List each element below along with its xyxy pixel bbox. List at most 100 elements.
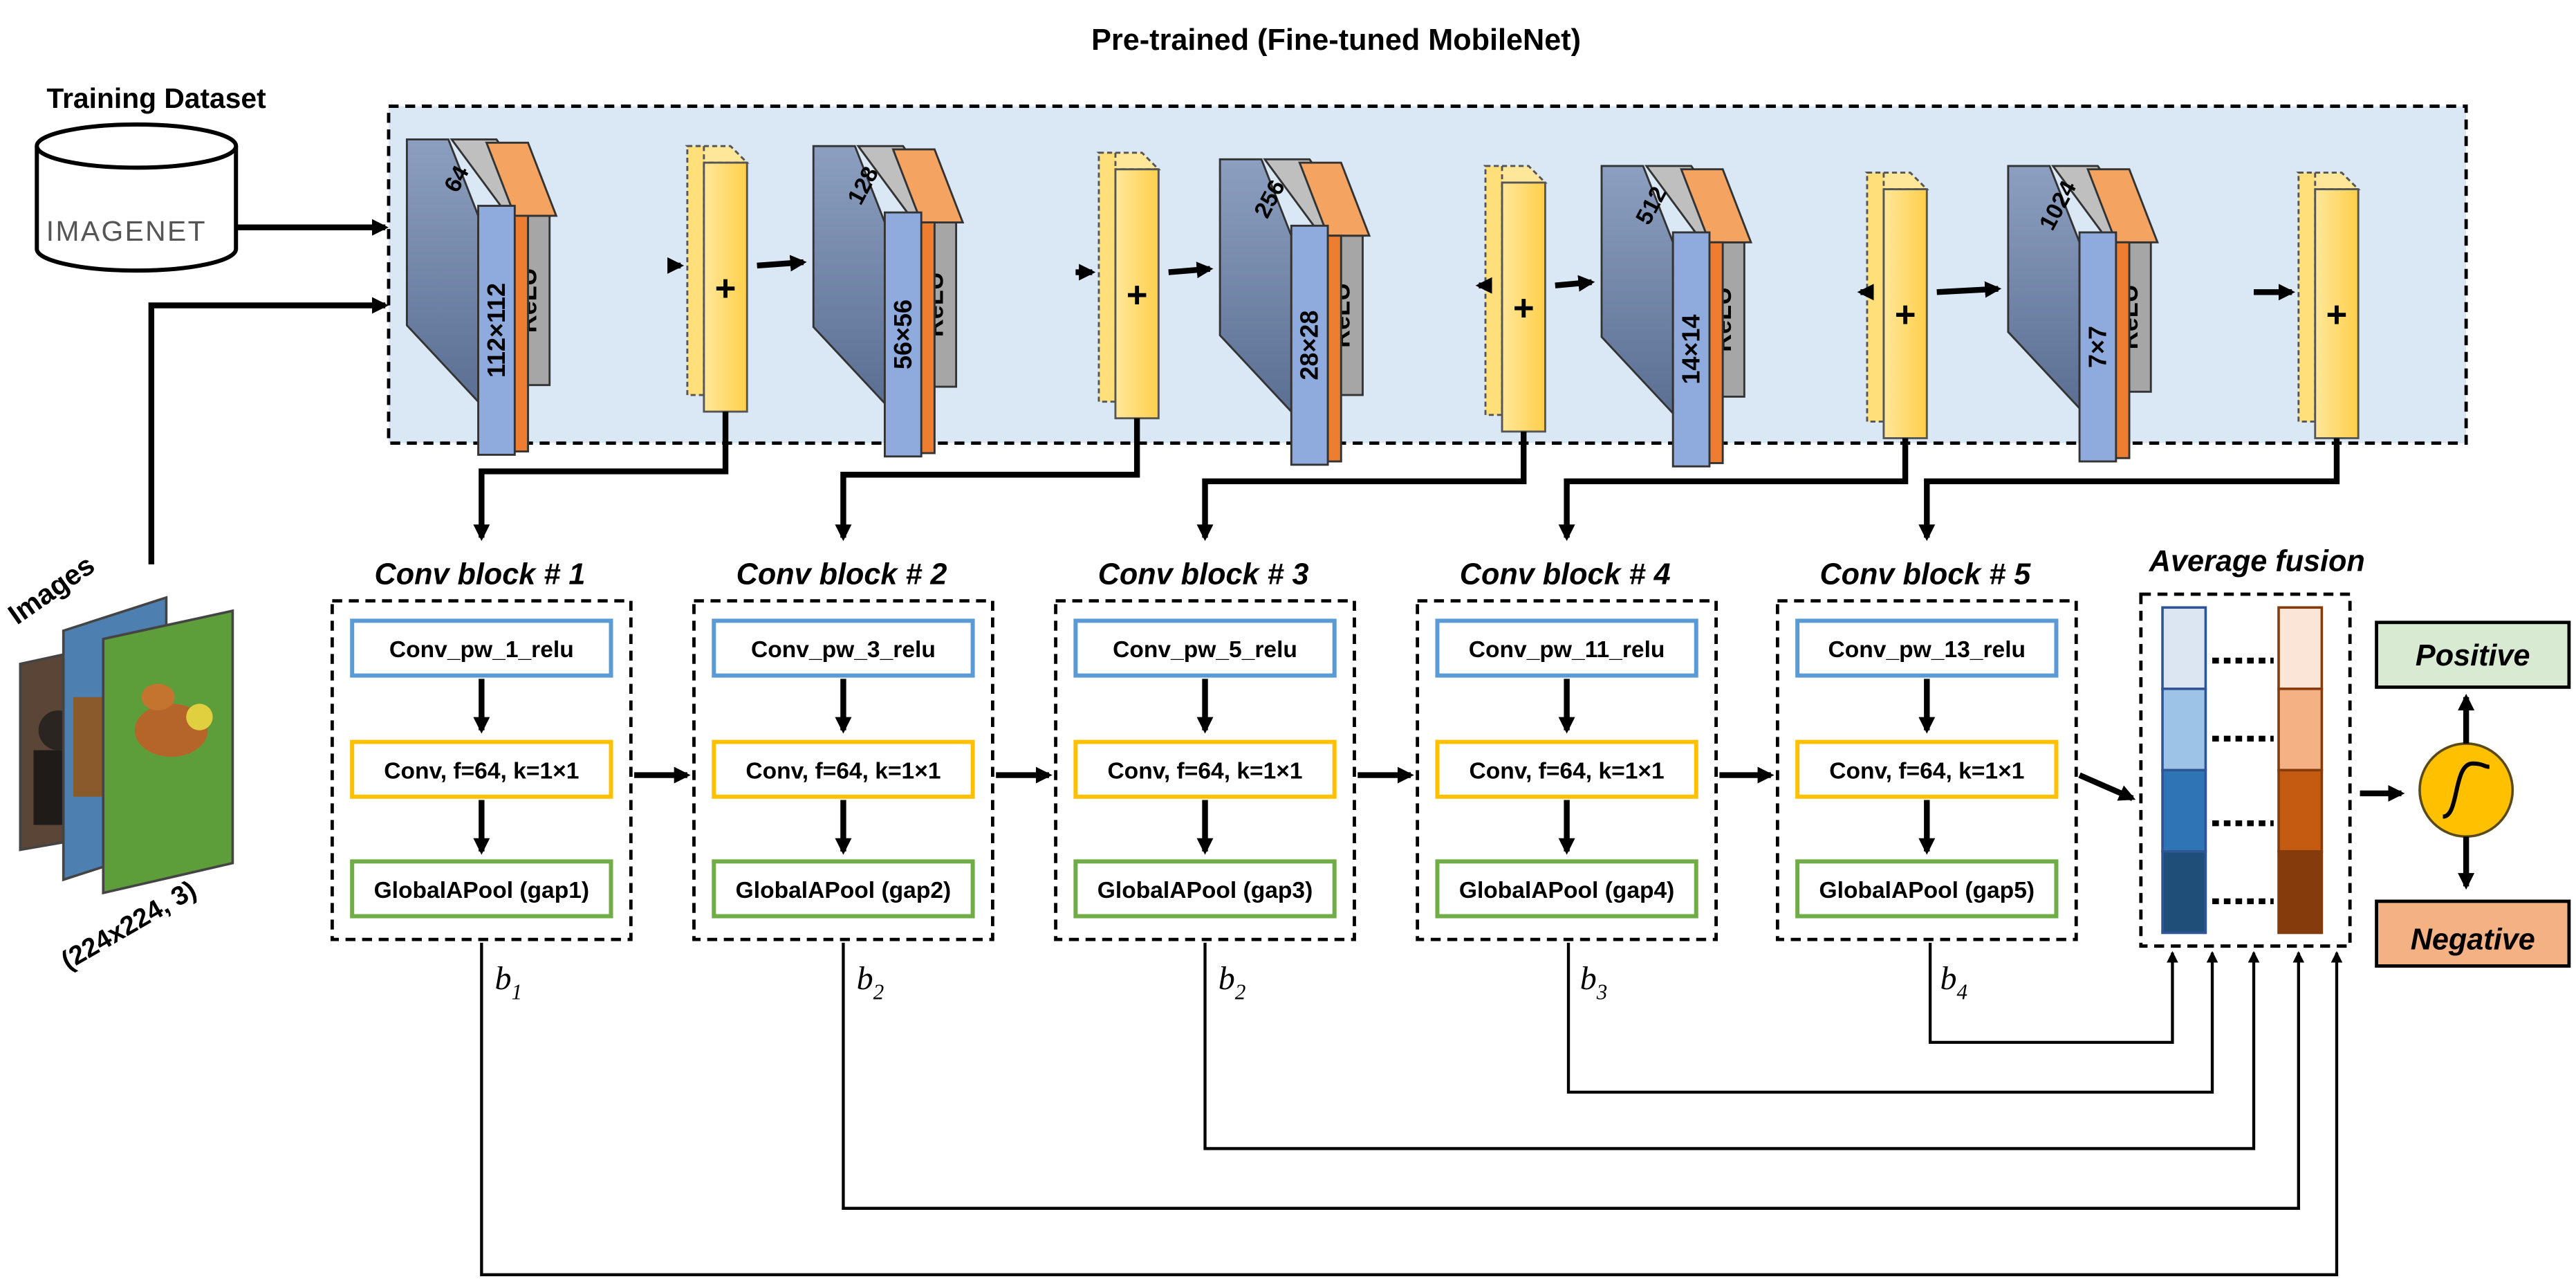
add-symbol: + xyxy=(715,268,736,309)
pool-label: GlobalAPool (gap1) xyxy=(374,878,590,903)
conv-label: Conv, f=64, k=1×1 xyxy=(1107,758,1302,784)
conv-block-title: Conv block # 1 xyxy=(375,558,586,591)
sigmoid-icon xyxy=(2418,742,2514,838)
skip-connections xyxy=(480,942,2343,1276)
size-slab xyxy=(883,211,923,458)
conv-label: Conv, f=64, k=1×1 xyxy=(1829,758,2024,784)
size-slab xyxy=(477,205,516,456)
conv-block-title: Conv block # 2 xyxy=(736,558,947,591)
add-to-block-arrow xyxy=(835,418,1140,542)
add-side xyxy=(1484,165,1503,416)
fusion-blue-segment xyxy=(2161,606,2207,690)
layer-label: Conv_pw_13_relu xyxy=(1828,637,2026,663)
add-to-block-arrow xyxy=(473,412,729,542)
layer-box xyxy=(350,618,613,678)
layer-label: Conv_pw_3_relu xyxy=(751,637,936,663)
batchnorm-top xyxy=(2086,168,2159,243)
add-side xyxy=(2297,172,2317,423)
images-label: Images xyxy=(2,549,100,630)
conv-box xyxy=(1795,739,2059,799)
pool-label: GlobalAPool (gap3) xyxy=(1097,878,1313,903)
fusion-vectors xyxy=(2161,606,2324,935)
conv-label: Conv, f=64, k=1×1 xyxy=(745,758,940,784)
add-face xyxy=(1114,168,1160,420)
add-to-next-arrow xyxy=(1168,261,1214,279)
size-label: 14×14 xyxy=(1677,315,1705,385)
pool-box xyxy=(350,859,613,919)
b-output-label: b4 xyxy=(1940,960,1967,1004)
add-block: + xyxy=(685,145,750,413)
size-slab xyxy=(2078,231,2118,463)
add-to-next-arrow xyxy=(1936,281,2002,298)
add-to-block-arrow xyxy=(1196,431,1527,542)
add-to-block-arrow xyxy=(1918,438,2340,542)
skip-line xyxy=(1203,942,2260,1150)
layer-box xyxy=(1435,618,1698,678)
skip-line xyxy=(842,942,2305,1210)
pool-box xyxy=(1435,859,1698,919)
add-block: + xyxy=(2296,172,2361,439)
negative-box xyxy=(2375,899,2571,968)
batchnorm-top xyxy=(891,148,965,223)
size-label: 7×7 xyxy=(2083,326,2111,368)
conv-box xyxy=(712,739,975,799)
size-label: 28×28 xyxy=(1295,311,1324,380)
layer-box xyxy=(1073,618,1337,678)
conv-box xyxy=(1435,739,1698,799)
skip-line xyxy=(1928,942,2178,1045)
input-images xyxy=(19,596,234,895)
fusion-blue-segment xyxy=(2161,769,2207,853)
diagram-title: Pre-trained (Fine-tuned MobileNet) xyxy=(1091,24,1581,57)
add-block: + xyxy=(1864,172,1929,439)
layer-label: Conv_pw_11_relu xyxy=(1469,637,1665,663)
pool-box xyxy=(712,859,975,919)
layer-label: Conv_pw_5_relu xyxy=(1113,637,1297,663)
conv-label: Conv, f=64, k=1×1 xyxy=(1470,758,1665,784)
input-arrows xyxy=(148,219,389,564)
fusion-title: Average fusion xyxy=(2149,544,2365,578)
add-to-next-arrow xyxy=(1555,275,1595,292)
layer-label: Conv_pw_1_relu xyxy=(389,637,574,663)
size-slab xyxy=(1671,231,1711,468)
batchnorm-top xyxy=(1298,161,1371,237)
size-label: 56×56 xyxy=(889,300,917,369)
add-face xyxy=(703,161,748,413)
positive-box xyxy=(2375,620,2571,689)
add-face xyxy=(1501,181,1546,433)
add-side xyxy=(686,145,705,396)
size-label: 112×112 xyxy=(482,283,510,378)
layer-box xyxy=(1795,618,2059,678)
add-symbol: + xyxy=(1127,275,1148,315)
batchnorm-top xyxy=(485,141,558,217)
dataset-cylinder: IMAGENET xyxy=(35,122,239,273)
fusion-blue-segment xyxy=(2161,687,2207,772)
conv-box xyxy=(350,739,613,799)
training-dataset-label: Training Dataset xyxy=(46,82,266,114)
negative-label: Negative xyxy=(2411,923,2535,957)
conv-box xyxy=(1073,739,1337,799)
fusion-blue-segment xyxy=(2161,850,2207,935)
batchnorm-top xyxy=(1680,168,1753,243)
conv-block-title: Conv block # 3 xyxy=(1098,558,1309,591)
skip-line xyxy=(480,942,2343,1276)
add-symbol: + xyxy=(1895,295,1916,335)
b-output-label: b2 xyxy=(857,960,884,1004)
fusion-orange-segment xyxy=(2277,769,2324,853)
b-output-label: b1 xyxy=(495,960,523,1004)
pool-label: GlobalAPool (gap4) xyxy=(1459,878,1675,903)
add-block: + xyxy=(1483,165,1548,433)
add-side xyxy=(1097,151,1117,403)
